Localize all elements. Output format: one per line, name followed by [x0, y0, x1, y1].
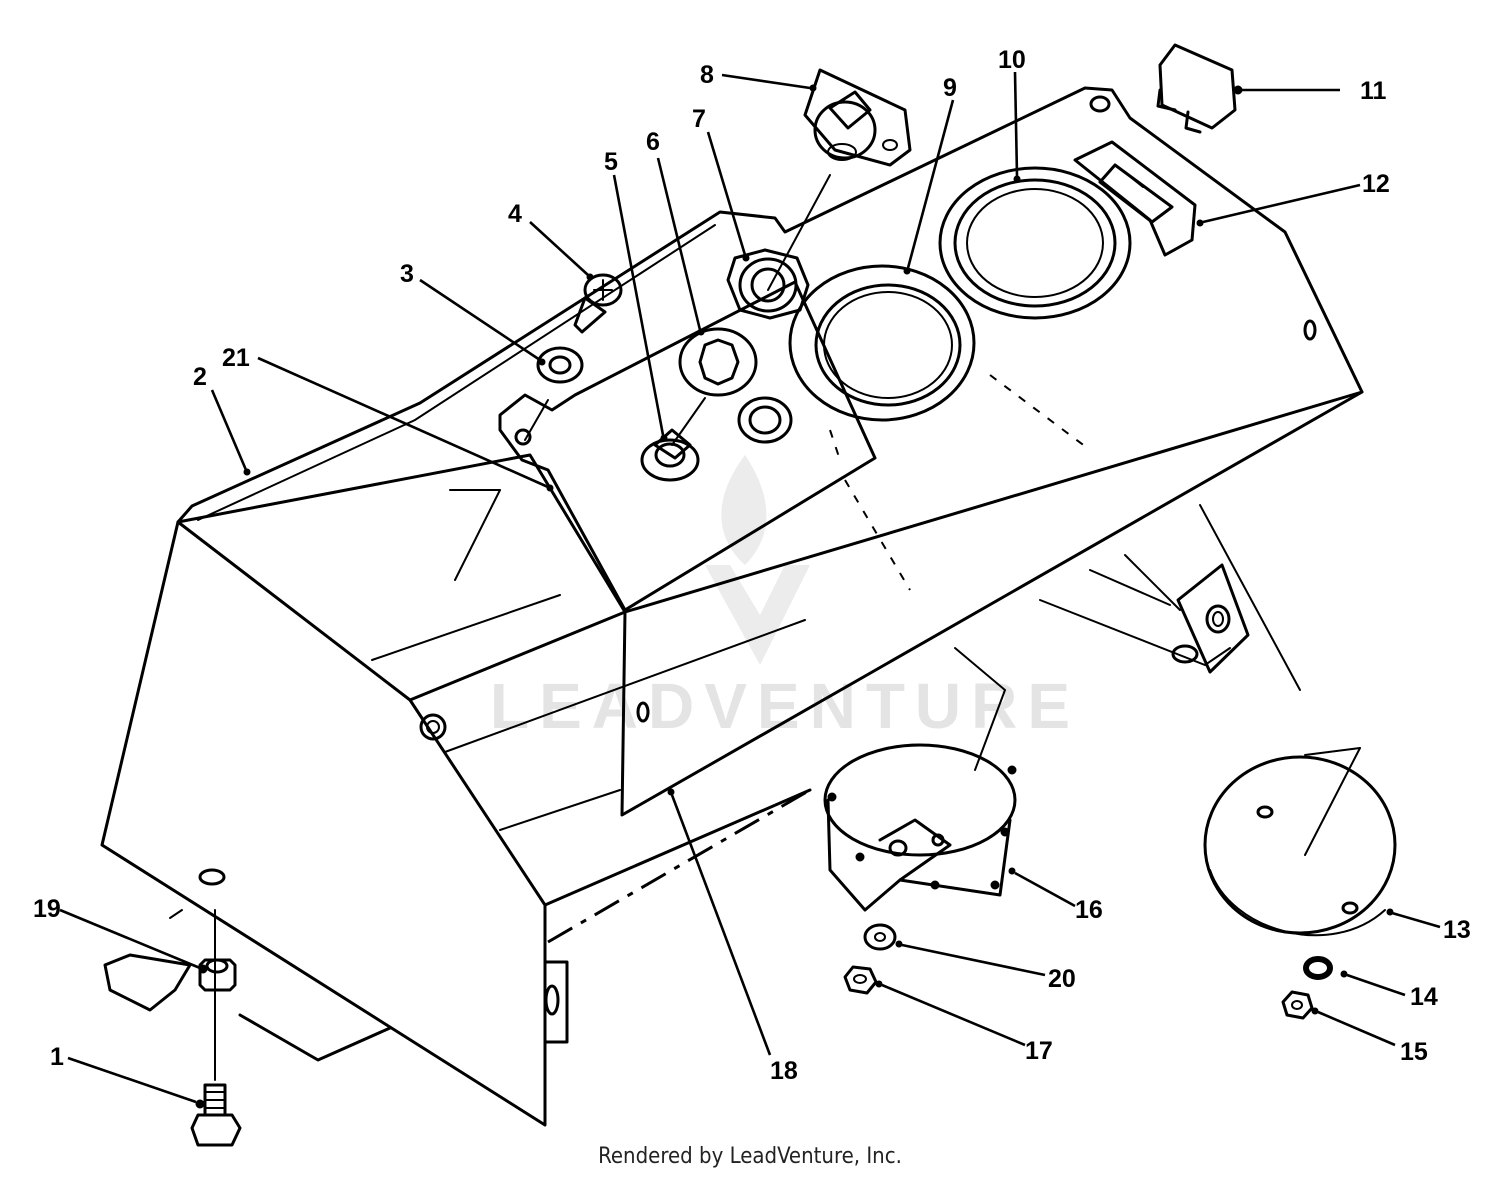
callout-6: 6 [646, 128, 660, 156]
callout-19: 19 [33, 895, 61, 923]
leadventure-watermark: LEADVENTURE [490, 455, 1080, 742]
assembly-lines [214, 174, 1361, 1081]
callout-8: 8 [700, 61, 714, 89]
part-6-lock-washer [678, 327, 793, 444]
part-14-washer [1303, 956, 1333, 980]
callout-15: 15 [1400, 1038, 1428, 1066]
callout-9: 9 [943, 74, 957, 102]
part-11-connector [1156, 43, 1237, 134]
callout-10: 10 [998, 46, 1026, 74]
part-13-cover [1203, 755, 1397, 937]
callout-17: 17 [1025, 1037, 1053, 1065]
callout-11: 11 [1360, 77, 1387, 105]
part-9-gauge [788, 264, 976, 422]
part-3-washer [536, 346, 584, 384]
callout-3: 3 [400, 260, 414, 288]
callout-18: 18 [770, 1057, 798, 1085]
callout-16: 16 [1075, 896, 1103, 924]
callout-7: 7 [692, 105, 706, 133]
part-7-nut [726, 248, 810, 320]
callout-4: 4 [508, 200, 522, 228]
callout-13: 13 [1443, 916, 1471, 944]
callout-1: 1 [50, 1043, 64, 1071]
part-20-washer [863, 923, 897, 951]
leader-lines [59, 71, 1441, 1109]
part-12-fuse-holder [1073, 140, 1197, 257]
callout-12: 12 [1362, 170, 1390, 198]
watermark-text: LEADVENTURE [490, 670, 1080, 742]
callout-21: 21 [222, 344, 250, 372]
part-19-spacer [198, 958, 237, 992]
v-logo-icon [705, 565, 810, 665]
flame-logo-icon [721, 455, 767, 565]
callout-labels: 1 2 3 4 5 6 7 8 9 10 11 12 13 14 15 16 1… [33, 46, 1471, 1085]
part-15-nut [1281, 990, 1314, 1020]
callout-2: 2 [193, 363, 207, 391]
dash-panel [498, 280, 877, 612]
part-17-nut [843, 965, 878, 995]
dash-housing [100, 86, 1364, 1127]
part-8-switch [803, 68, 912, 167]
part-1-bolt [190, 1083, 242, 1147]
part-16-gauge-bracket [823, 743, 1017, 912]
footer-credit: Rendered by LeadVenture, Inc. [598, 1144, 902, 1169]
part-5-clip [640, 428, 700, 482]
mounting-bracket [1176, 563, 1250, 674]
part-10-gauge [938, 166, 1132, 320]
callout-5: 5 [604, 148, 618, 176]
part-4-screw [573, 273, 623, 334]
callout-14: 14 [1410, 983, 1438, 1011]
callout-20: 20 [1048, 965, 1076, 993]
